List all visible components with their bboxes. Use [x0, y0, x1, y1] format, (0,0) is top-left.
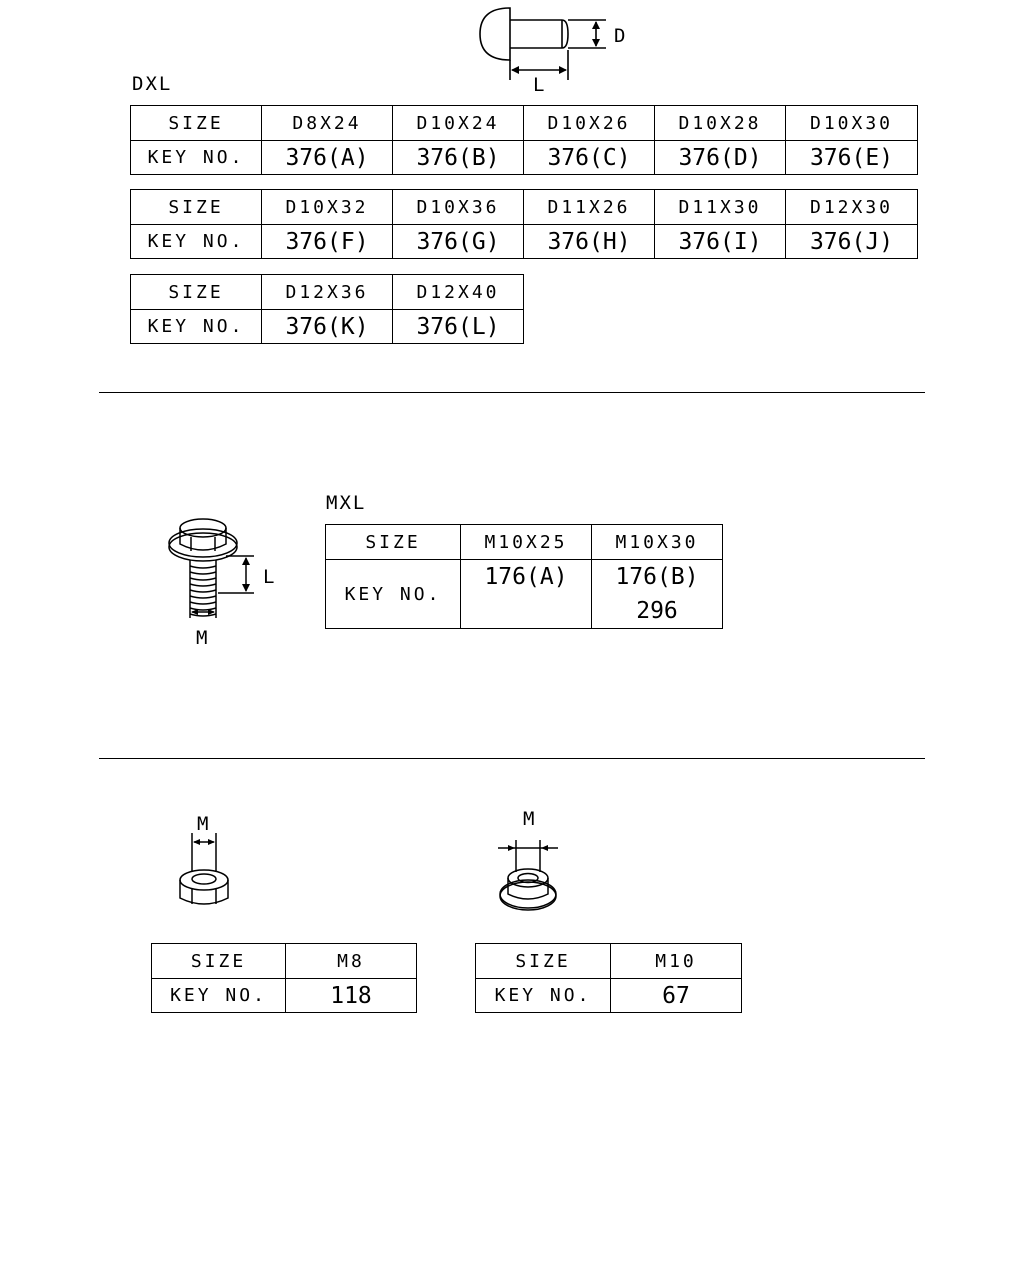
size-cell: M10X25: [460, 524, 592, 560]
rivet-drawing: [479, 7, 606, 80]
rivet-size-table-1: SIZE D8X24 D10X24 D10X26 D10X28 D10X30 K…: [130, 105, 918, 175]
size-cell: D12X40: [392, 274, 524, 310]
key-cell: 376(L): [392, 309, 524, 344]
nut-m10-table: SIZE M10 KEY NO. 67: [475, 943, 742, 1013]
key-cell: 376(H): [523, 224, 655, 259]
key-no-header: KEY NO.: [475, 978, 611, 1013]
dimension-l-label: L: [533, 74, 547, 96]
key-cell: 176(A): [460, 559, 592, 629]
key-cell: 376(B): [392, 140, 524, 175]
flange-nut-drawing: [498, 840, 558, 911]
rivet-size-table-3: SIZE D12X36 D12X40 KEY NO. 376(K) 376(L): [130, 274, 524, 344]
key-no-header: KEY NO.: [130, 140, 262, 175]
size-header: SIZE: [130, 189, 262, 225]
key-cell: 376(F): [261, 224, 393, 259]
key-cell: 376(A): [261, 140, 393, 175]
size-cell: D10X24: [392, 105, 524, 141]
size-cell: D10X32: [261, 189, 393, 225]
dimension-m-label: M: [197, 813, 211, 835]
key-value: 176(A): [484, 564, 568, 590]
rivet-series-label: DXL: [132, 73, 173, 95]
key-no-header: KEY NO.: [130, 309, 262, 344]
section-divider: [99, 758, 925, 759]
flange-bolt-drawing: [168, 518, 254, 618]
size-cell: M8: [285, 943, 417, 979]
size-cell: D11X30: [654, 189, 786, 225]
section-divider: [99, 392, 925, 393]
key-no-header: KEY NO.: [130, 224, 262, 259]
key-value: 296: [636, 598, 678, 624]
key-cell: 376(K): [261, 309, 393, 344]
key-cell: 376(D): [654, 140, 786, 175]
key-cell: 376(C): [523, 140, 655, 175]
key-cell: 376(I): [654, 224, 786, 259]
bolt-series-label: MXL: [326, 492, 367, 514]
dimension-m-label: M: [196, 627, 210, 649]
size-cell: D8X24: [261, 105, 393, 141]
size-header: SIZE: [130, 105, 262, 141]
key-value: 176(B): [615, 564, 699, 590]
rivet-size-table-2: SIZE D10X32 D10X36 D11X26 D11X30 D12X30 …: [130, 189, 918, 259]
size-cell: M10: [610, 943, 742, 979]
key-no-header: KEY NO.: [151, 978, 286, 1013]
size-cell: D10X30: [785, 105, 918, 141]
size-cell: D11X26: [523, 189, 655, 225]
dimension-l-label: L: [263, 566, 277, 588]
key-cell: 67: [610, 978, 742, 1013]
key-cell: 176(B) 296: [591, 559, 723, 629]
size-cell: M10X30: [591, 524, 723, 560]
key-cell: 118: [285, 978, 417, 1013]
key-cell: 376(G): [392, 224, 524, 259]
size-cell: D10X26: [523, 105, 655, 141]
dimension-d-label: D: [614, 25, 628, 47]
size-cell: D10X36: [392, 189, 524, 225]
bolt-size-table: SIZE M10X25 M10X30 KEY NO. 176(A) 176(B)…: [325, 524, 723, 629]
dimension-m-label: M: [523, 808, 537, 830]
size-header: SIZE: [475, 943, 611, 979]
size-header: SIZE: [325, 524, 461, 560]
size-header: SIZE: [151, 943, 286, 979]
key-cell: 376(E): [785, 140, 918, 175]
size-cell: D12X30: [785, 189, 918, 225]
nut-m8-table: SIZE M8 KEY NO. 118: [151, 943, 417, 1013]
size-cell: D10X28: [654, 105, 786, 141]
size-cell: D12X36: [261, 274, 393, 310]
hex-nut-drawing: [179, 833, 229, 905]
key-cell: 376(J): [785, 224, 918, 259]
size-header: SIZE: [130, 274, 262, 310]
key-no-header: KEY NO.: [325, 559, 461, 629]
